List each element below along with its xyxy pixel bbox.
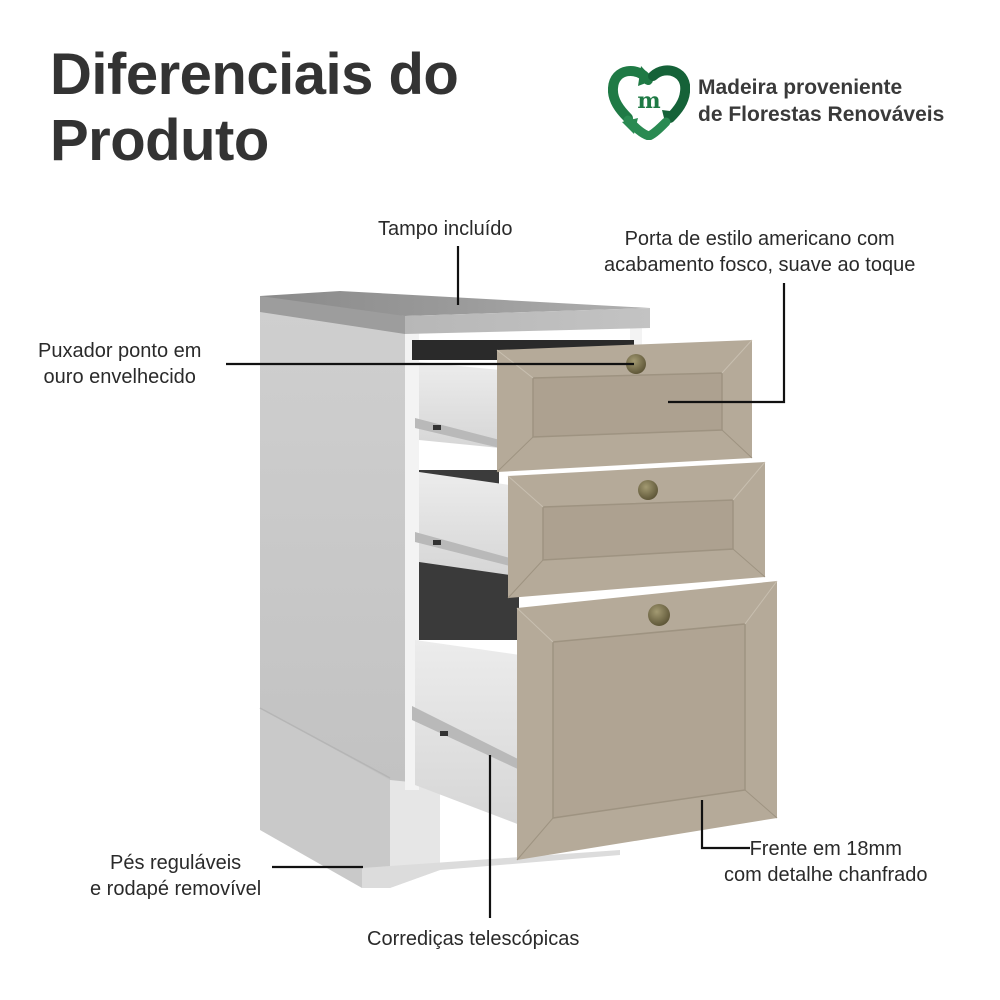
callout-countertop: Tampo incluído: [378, 216, 513, 242]
drawer-3-box: [412, 640, 520, 825]
drawer-1-box: [415, 362, 500, 448]
callout-handle: Puxador ponto em ouro envelhecido: [38, 338, 201, 390]
badge-line-2: de Florestas Renováveis: [698, 103, 945, 126]
callout-front: Frente em 18mm com detalhe chanfrado: [724, 836, 927, 888]
callout-feet-line-1: Pés reguláveis: [110, 852, 242, 874]
sustainability-badge: m Madeira proveniente de Florestas Renov…: [608, 62, 944, 140]
badge-text: Madeira proveniente de Florestas Renováv…: [698, 74, 944, 128]
title-line-2: Produto: [50, 108, 269, 173]
callout-feet-line-2: e rodapé removível: [90, 878, 262, 900]
drawer-front-2: [507, 461, 766, 599]
recycle-heart-m-icon: m: [608, 65, 690, 140]
leader-lines: [226, 246, 786, 918]
handle-knob-3: [648, 604, 670, 626]
drawer-front-1: [496, 339, 753, 473]
callout-front-line-1: Frente em 18mm: [749, 838, 902, 860]
callout-countertop-text: Tampo incluído: [378, 218, 513, 240]
title-line-1: Diferenciais do: [50, 42, 459, 107]
callout-door-style-line-1: Porta de estilo americano com: [624, 228, 895, 250]
callout-handle-line-2: ouro envelhecido: [43, 366, 196, 388]
page-title: Diferenciais do Produto: [50, 42, 459, 174]
badge-line-1: Madeira proveniente: [698, 76, 903, 99]
cabinet-side-panel: [259, 310, 620, 888]
handle-knob-2: [638, 480, 658, 500]
callout-slides-text: Corrediças telescópicas: [367, 928, 580, 950]
svg-text:m: m: [637, 88, 660, 114]
callout-handle-line-1: Puxador ponto em: [38, 340, 202, 362]
callout-door-style-line-2: acabamento fosco, suave ao toque: [604, 254, 916, 276]
callout-front-line-2: com detalhe chanfrado: [724, 864, 928, 886]
countertop: [260, 291, 650, 334]
callout-feet: Pés reguláveis e rodapé removível: [90, 850, 261, 902]
callout-slides: Corrediças telescópicas: [367, 926, 579, 952]
drawer-front-3: [516, 580, 778, 861]
callout-door-style: Porta de estilo americano com acabamento…: [604, 226, 915, 278]
handle-knob-1: [626, 354, 646, 374]
drawer-2-box: [415, 472, 510, 575]
